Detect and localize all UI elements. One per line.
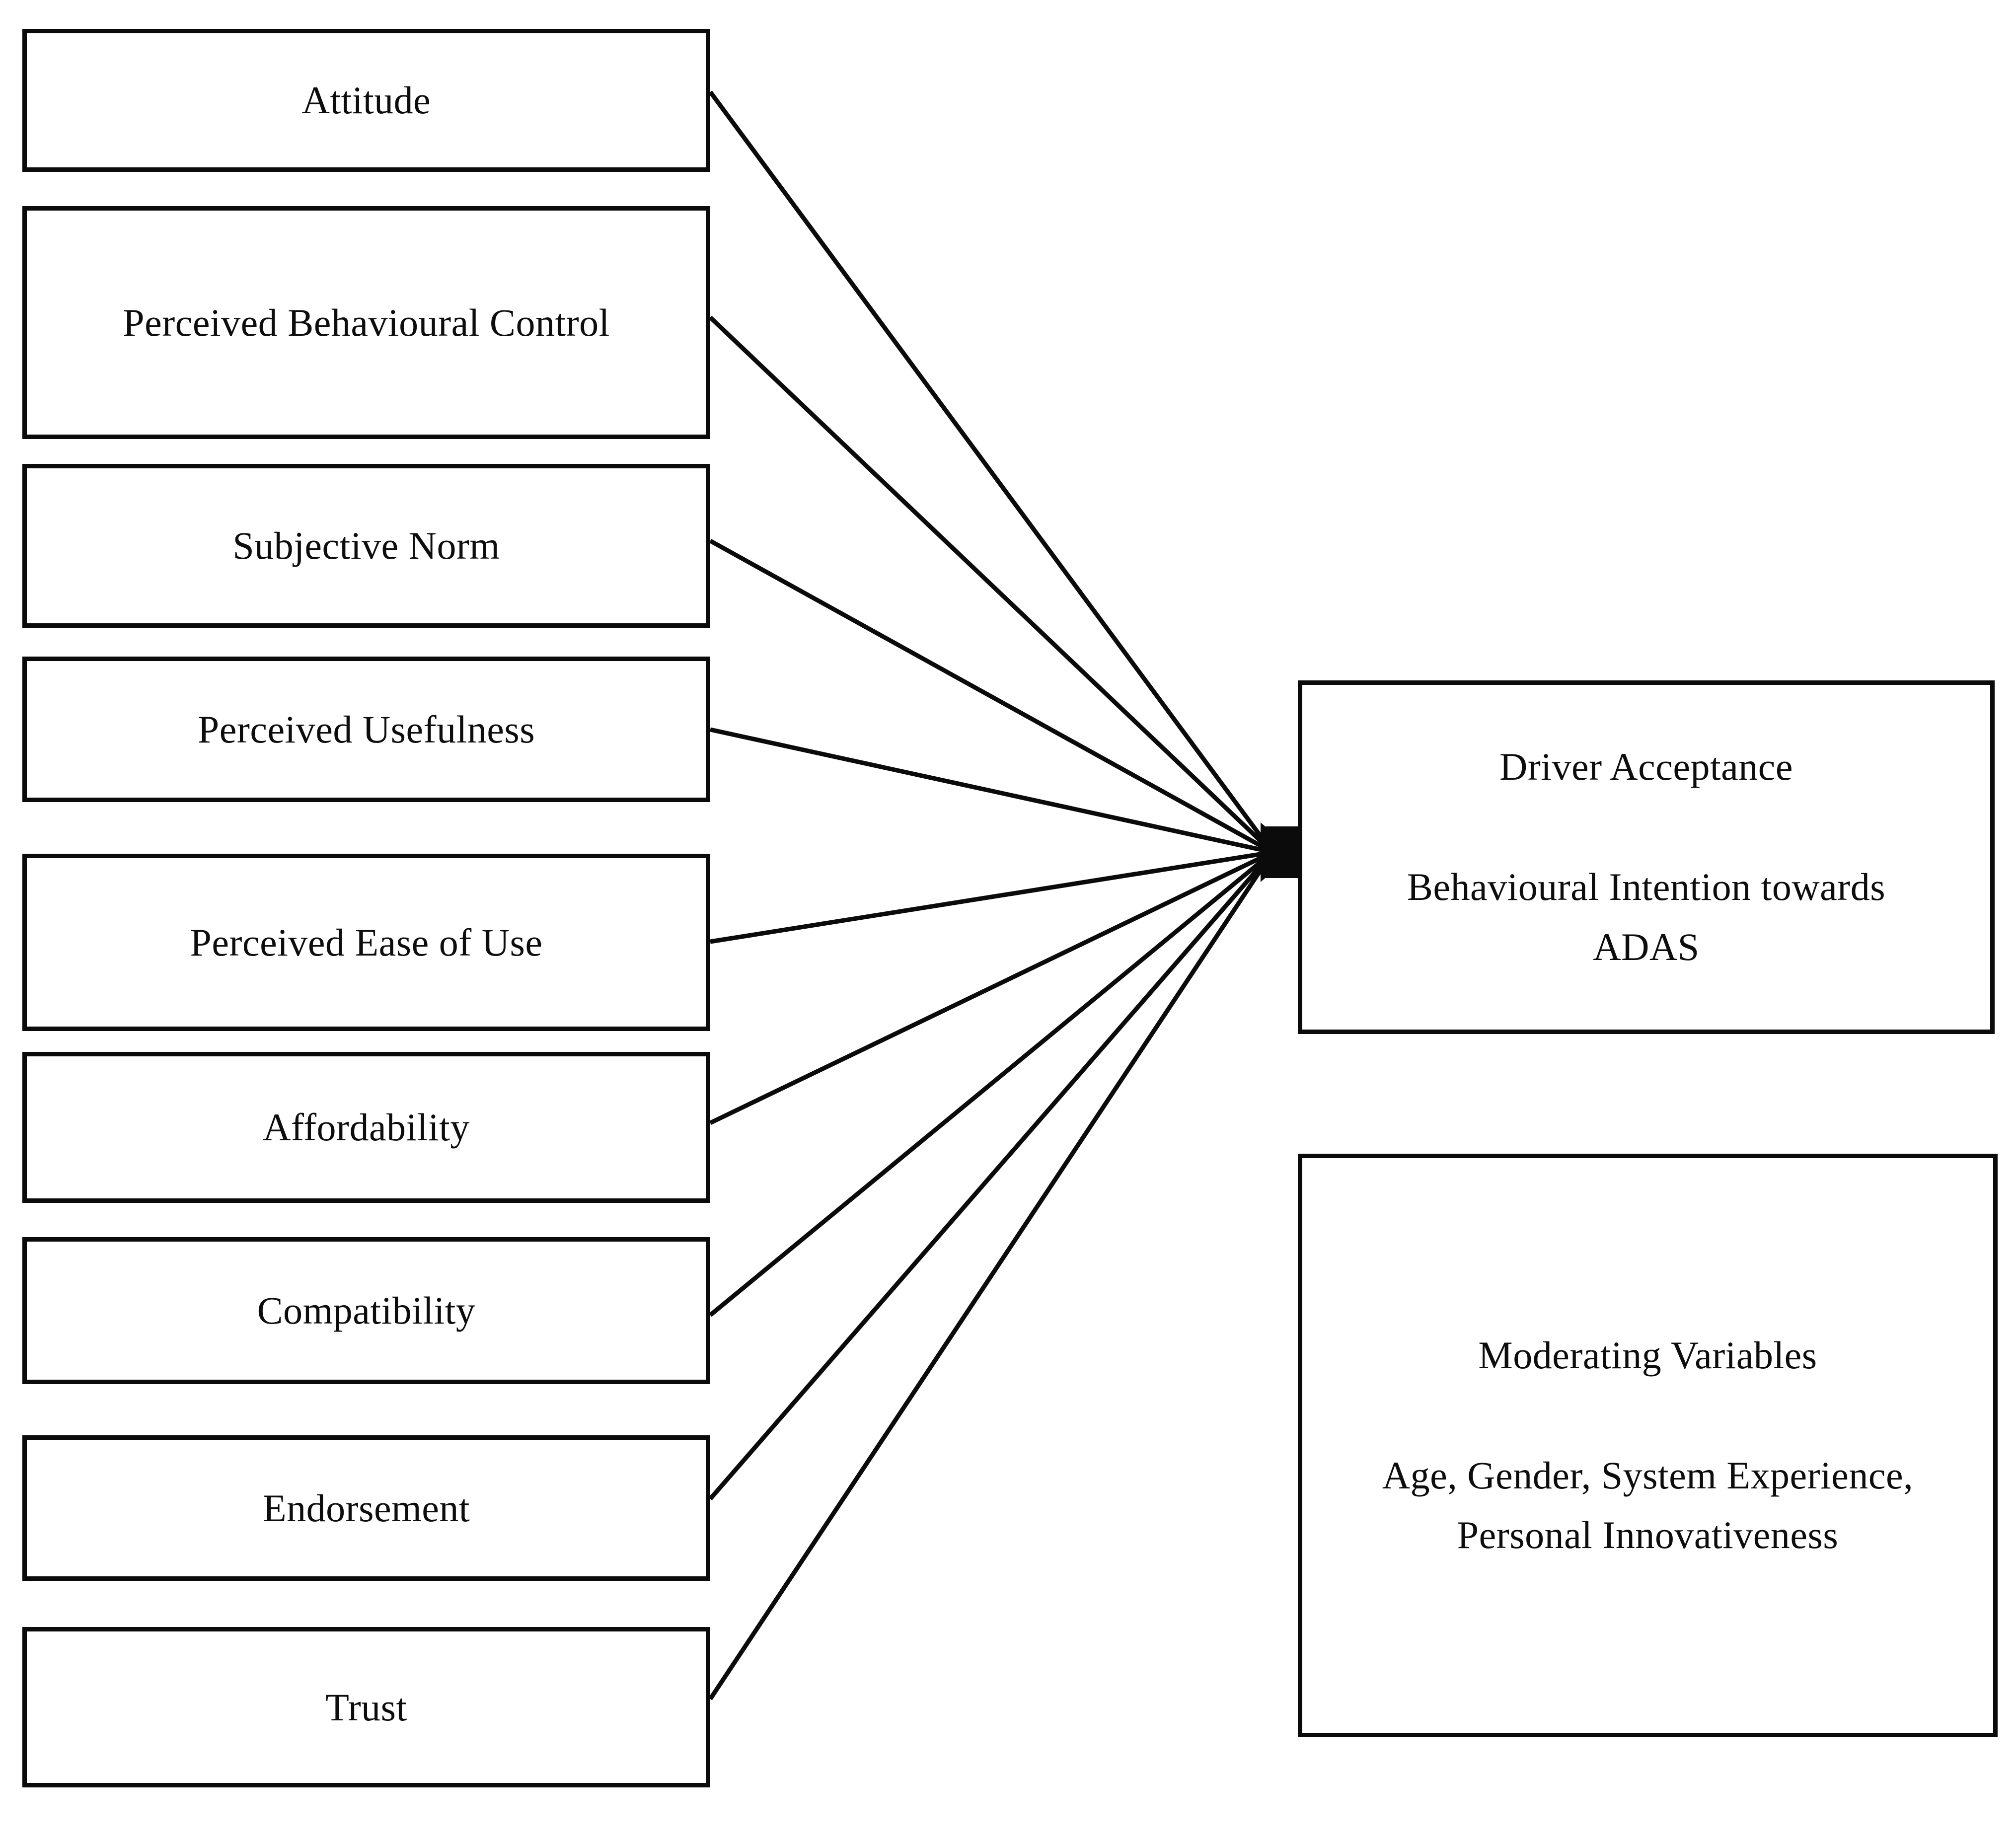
edge-subj-norm-to-driver-acceptance [709, 539, 1274, 854]
node-label: Compatibility [257, 1289, 476, 1332]
node-driver-acceptance[interactable]: Driver Acceptance Behavioural Intention … [1298, 680, 1995, 1034]
edge-endorse-to-driver-acceptance [708, 851, 1274, 1500]
node-endorsement[interactable]: Endorsement [22, 1435, 710, 1581]
node-label: Driver Acceptance Behavioural Intention … [1407, 745, 1886, 968]
arrowhead-icon [1261, 822, 1295, 882]
edge-attitude-to-driver-acceptance [708, 90, 1274, 854]
node-label: Trust [325, 1685, 407, 1729]
node-label: Endorsement [262, 1486, 470, 1530]
node-perceived-usefulness[interactable]: Perceived Usefulness [22, 657, 710, 802]
node-moderating-variables[interactable]: Moderating Variables Age, Gender, System… [1298, 1154, 1998, 1737]
edge-peou-to-driver-acceptance [710, 850, 1273, 944]
node-perceived-behavioural-control[interactable]: Perceived Behavioural Control [22, 206, 710, 439]
node-label: Perceived Usefulness [197, 707, 535, 751]
node-label: Affordability [263, 1106, 470, 1149]
node-compatibility[interactable]: Compatibility [22, 1237, 710, 1384]
node-label: Subjective Norm [232, 524, 500, 568]
edge-convergence-node [1266, 826, 1298, 878]
node-perceived-ease-of-use[interactable]: Perceived Ease of Use [22, 854, 710, 1031]
node-attitude[interactable]: Attitude [22, 29, 710, 172]
node-label: Perceived Ease of Use [190, 920, 543, 964]
edge-pbc-to-driver-acceptance [708, 315, 1274, 854]
edge-afford-to-driver-acceptance [709, 850, 1273, 1125]
node-subjective-norm[interactable]: Subjective Norm [22, 464, 710, 628]
edge-compat-to-driver-acceptance [709, 850, 1274, 1317]
node-affordability[interactable]: Affordability [22, 1052, 710, 1203]
edge-trust-to-driver-acceptance [708, 851, 1274, 1700]
node-label: Perceived Behavioural Control [123, 300, 610, 344]
node-label: Moderating Variables Age, Gender, System… [1382, 1333, 1914, 1557]
node-trust[interactable]: Trust [22, 1627, 710, 1787]
edge-perc-useful-to-driver-acceptance [710, 727, 1273, 855]
node-label: Attitude [301, 78, 431, 122]
